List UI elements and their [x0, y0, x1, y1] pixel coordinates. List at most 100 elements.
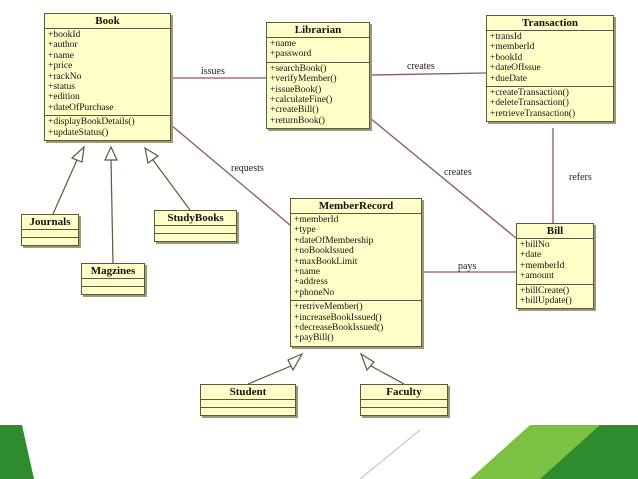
requests-connector [170, 124, 291, 226]
creates-transaction-connector [369, 72, 487, 76]
member-record-attributes: +memberId +type +dateOfMembership +noBoo… [291, 214, 421, 302]
transaction-method: +retrieveTransaction() [490, 108, 576, 119]
studybooks-generalization-arrowhead [144, 146, 160, 165]
librarian-class-name: Librarian [267, 23, 369, 38]
magzines-methods [82, 287, 144, 294]
book-methods: +displayBookDetails() +updateStatus() [45, 116, 170, 140]
student-methods [201, 408, 295, 415]
transaction-attribute: +dateOfIssue [490, 63, 541, 74]
librarian-attributes: +name +password [267, 38, 369, 63]
transaction-attribute: +memberId [490, 42, 535, 53]
transaction-attribute: +transId [490, 32, 522, 42]
faculty-class-name: Faculty [361, 385, 447, 400]
book-class: Book +bookId +author +name +price +rackN… [44, 13, 171, 142]
transaction-attribute: +dueDate [490, 73, 528, 84]
book-attributes: +bookId +author +name +price +rackNo +st… [45, 29, 170, 117]
faculty-methods [361, 408, 447, 415]
issues-label: issues [201, 66, 225, 77]
member-record-method: +decreaseBookIssued() [294, 323, 384, 334]
transaction-attribute: +bookId [490, 52, 523, 63]
book-attribute: +rackNo [48, 71, 82, 82]
journals-class-name: Journals [22, 215, 78, 230]
librarian-method: +issueBook() [270, 84, 322, 95]
magzines-attributes [82, 279, 144, 287]
librarian-attribute: +password [270, 49, 312, 60]
studybooks-generalization-line [152, 159, 191, 211]
transaction-methods: +createTransaction() +deleteTransaction(… [487, 87, 613, 121]
bill-class-name: Bill [517, 224, 593, 239]
book-attribute: +edition [48, 92, 80, 103]
member-record-attribute: +maxBookLimit [294, 256, 358, 267]
member-record-attribute: +dateOfMembership [294, 235, 374, 246]
librarian-method: +searchBook() [270, 63, 327, 74]
student-attributes [201, 400, 295, 408]
journals-generalization-line [52, 159, 78, 215]
book-attribute: +bookId [48, 30, 81, 40]
member-record-method: +retriveMember() [294, 302, 363, 313]
student-class-name: Student [201, 385, 295, 400]
transaction-class: Transaction +transId +memberId +bookId +… [486, 15, 614, 123]
book-attribute: +author [48, 40, 78, 51]
creates-bill-label: creates [444, 167, 472, 178]
magzines-generalization-arrowhead [104, 145, 118, 161]
transaction-class-name: Transaction [487, 16, 613, 31]
faculty-attributes [361, 400, 447, 408]
bill-attribute: +memberId [520, 260, 565, 271]
bill-class: Bill +billNo +date +memberId +amount +bi… [516, 223, 594, 310]
studybooks-methods [155, 234, 236, 241]
member-record-method: +increaseBookIssued() [294, 312, 382, 323]
faculty-generalization-arrowhead [359, 352, 375, 372]
member-record-attribute: +name [294, 267, 320, 278]
transaction-method: +createTransaction() [490, 88, 569, 99]
member-record-methods: +retriveMember() +increaseBookIssued() +… [291, 301, 421, 346]
librarian-method: +calculateFine() [270, 95, 333, 106]
book-attribute: +dateOfPurchase [48, 102, 114, 113]
requests-label: requests [231, 163, 264, 174]
journals-class: Journals [21, 214, 79, 246]
transaction-attributes: +transId +memberId +bookId +dateOfIssue … [487, 31, 613, 88]
studybooks-attributes [155, 226, 236, 234]
studybooks-class-name: StudyBooks [155, 211, 236, 226]
studybooks-class: StudyBooks [154, 210, 237, 242]
magzines-class-name: Magzines [82, 264, 144, 279]
journals-methods [22, 238, 78, 245]
bill-method: +billUpdate() [520, 296, 572, 307]
footer-left-green-shape [0, 425, 34, 479]
librarian-methods: +searchBook() +verifyMember() +issueBook… [267, 63, 369, 128]
creates-transaction-label: creates [407, 61, 435, 72]
member-record-attribute: +phoneNo [294, 287, 335, 298]
bill-attribute: +billNo [520, 240, 550, 250]
bill-attributes: +billNo +date +memberId +amount [517, 239, 593, 285]
bill-attribute: +date [520, 250, 542, 261]
magzines-generalization-line [110, 159, 114, 264]
member-record-attribute: +noBookIssued [294, 246, 354, 257]
librarian-method: +returnBook() [270, 115, 325, 126]
book-method: +updateStatus() [48, 127, 109, 138]
footer-right-dark-green-shape [540, 425, 638, 479]
book-method: +displayBookDetails() [48, 117, 135, 128]
member-record-class-name: MemberRecord [291, 199, 421, 214]
faculty-generalization-line [370, 365, 405, 385]
member-record-method: +payBill() [294, 333, 334, 344]
creates-bill-connector [369, 117, 517, 239]
book-attribute: +price [48, 61, 73, 72]
refers-label: refers [569, 172, 592, 183]
book-class-name: Book [45, 14, 170, 29]
bill-methods: +billCreate() +billUpdate() [517, 285, 593, 309]
bill-method: +billCreate() [520, 285, 570, 296]
pays-label: pays [458, 261, 477, 272]
footer-thin-line [359, 429, 421, 479]
book-attribute: +status [48, 82, 75, 93]
bill-attribute: +amount [520, 271, 554, 282]
member-record-attribute: +memberId [294, 215, 339, 225]
journals-generalization-arrowhead [70, 145, 85, 163]
faculty-class: Faculty [360, 384, 448, 416]
magzines-class: Magzines [81, 263, 145, 295]
student-class: Student [200, 384, 296, 416]
librarian-class: Librarian +name +password +searchBook() … [266, 22, 370, 130]
book-attribute: +name [48, 50, 74, 61]
member-record-attribute: +type [294, 225, 316, 236]
librarian-attribute: +name [270, 39, 296, 49]
librarian-method: +verifyMember() [270, 74, 337, 85]
